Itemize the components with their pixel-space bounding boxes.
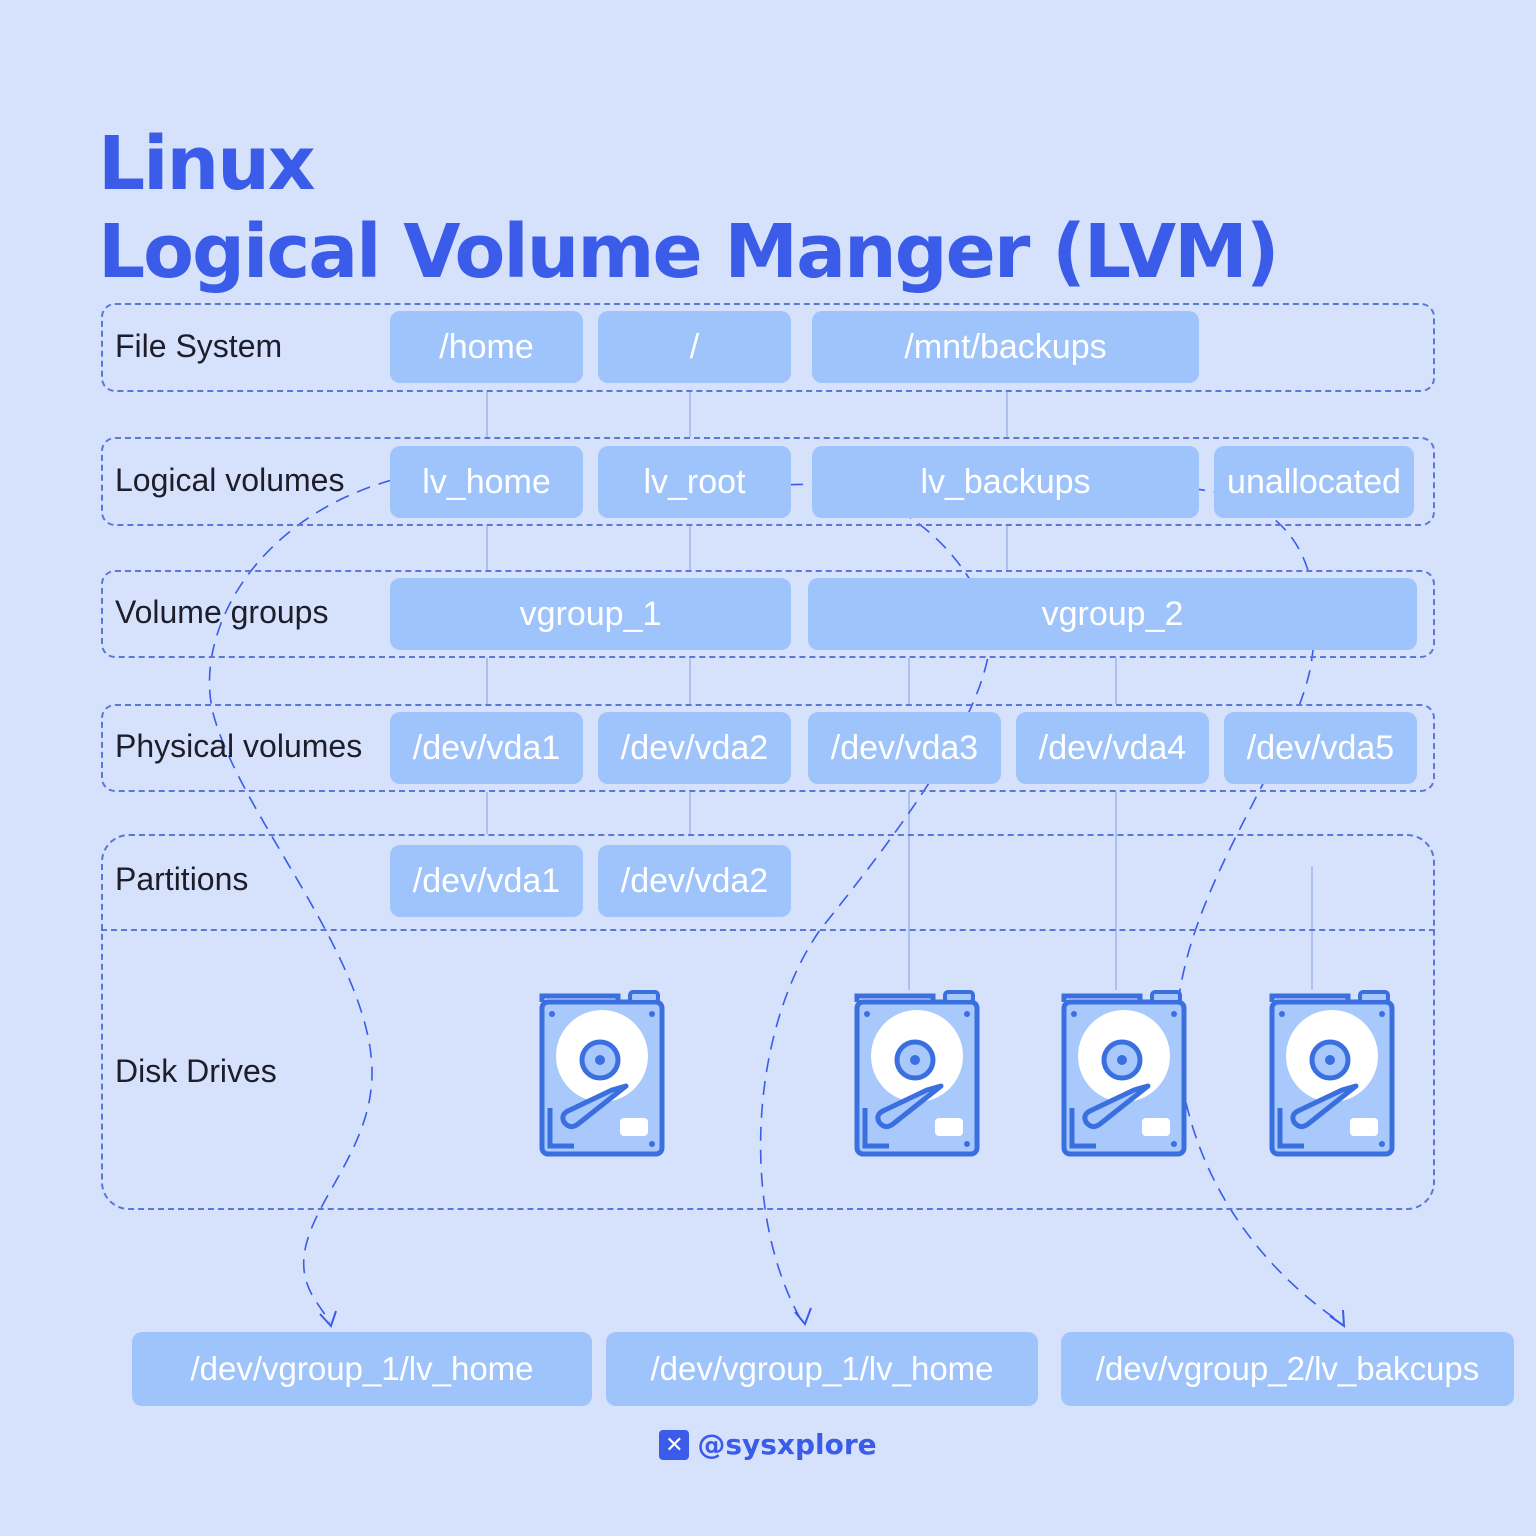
pv-vda3: /dev/vda3 — [808, 712, 1001, 784]
device-path-2: /dev/vgroup_1/lv_home — [606, 1332, 1038, 1406]
fs-mnt-backups: /mnt/backups — [812, 311, 1199, 383]
hard-disk-drive-icon — [854, 990, 980, 1157]
footer: ✕ @sysxplore — [0, 1428, 1536, 1461]
row-label-physical-volumes: Physical volumes — [115, 728, 363, 764]
vgroup-1: vgroup_1 — [390, 578, 791, 650]
file-system-row — [101, 303, 1435, 392]
partition-vda1: /dev/vda1 — [390, 845, 583, 917]
partitions-divider — [101, 929, 1435, 931]
device-path-3: /dev/vgroup_2/lv_bakcups — [1061, 1332, 1514, 1406]
vgroup-2: vgroup_2 — [808, 578, 1417, 650]
row-label-logical-volumes: Logical volumes — [115, 462, 345, 498]
pv-vda4: /dev/vda4 — [1016, 712, 1209, 784]
hard-disk-drive-icon — [1061, 990, 1187, 1157]
logical-volumes-row — [101, 437, 1435, 526]
lv-home: lv_home — [390, 446, 583, 518]
device-path-1: /dev/vgroup_1/lv_home — [132, 1332, 592, 1406]
x-logo-icon: ✕ — [659, 1429, 690, 1460]
fs-root: / — [598, 311, 791, 383]
pv-vda5: /dev/vda5 — [1224, 712, 1417, 784]
volume-groups-row — [101, 570, 1435, 658]
page-title-line-1: Linux — [98, 121, 316, 207]
partitions-and-drives-area — [101, 834, 1435, 1210]
hard-disk-drive-icon — [539, 990, 665, 1157]
page-title-line-2: Logical Volume Manger (LVM) — [98, 209, 1280, 295]
pv-vda2: /dev/vda2 — [598, 712, 791, 784]
row-label-volume-groups: Volume groups — [115, 594, 329, 630]
row-label-file-system: File System — [115, 328, 283, 364]
physical-volumes-row — [101, 704, 1435, 792]
row-label-partitions: Partitions — [115, 861, 249, 897]
lv-root: lv_root — [598, 446, 791, 518]
footer-handle[interactable]: @sysxplore — [697, 1428, 877, 1461]
partition-vda2: /dev/vda2 — [598, 845, 791, 917]
lv-backups: lv_backups — [812, 446, 1199, 518]
row-label-disk-drives: Disk Drives — [115, 1053, 277, 1089]
title-block: Linux Logical Volume Manger (LVM) — [98, 120, 1280, 296]
hard-disk-drive-icon — [1269, 990, 1395, 1157]
lv-unallocated: unallocated — [1214, 446, 1414, 518]
pv-vda1: /dev/vda1 — [390, 712, 583, 784]
fs-home: /home — [390, 311, 583, 383]
